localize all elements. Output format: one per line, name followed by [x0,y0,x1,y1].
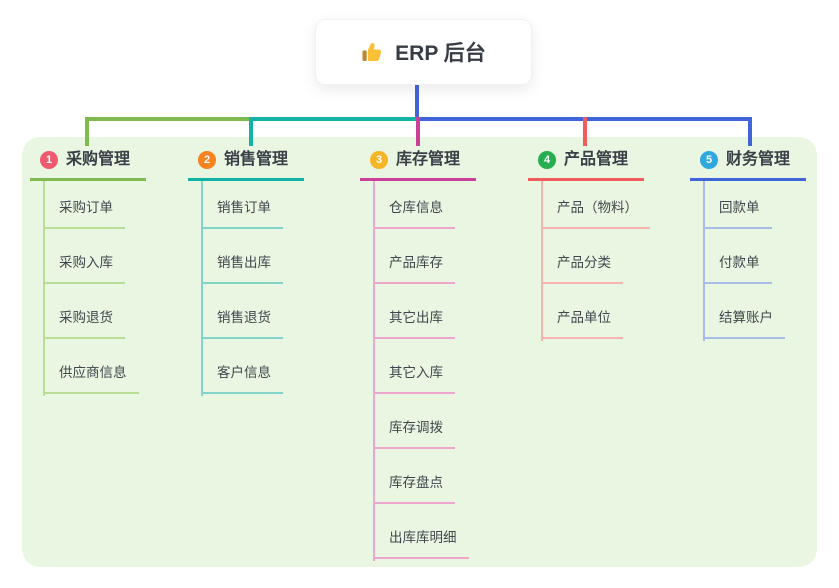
branch-rail-line [703,181,705,341]
child-node[interactable]: 销售退货 [201,307,283,339]
child-node[interactable]: 其它入库 [373,362,455,394]
child-node[interactable]: 库存盘点 [373,472,455,504]
child-node[interactable]: 付款单 [703,252,772,284]
branch-header[interactable]: 5 财务管理 [690,148,807,181]
branch-header[interactable]: 2 销售管理 [188,148,305,181]
bar-segment-left [85,117,251,121]
branches-background-panel [22,137,817,567]
child-node[interactable]: 产品分类 [541,252,623,284]
child-node[interactable]: 采购入库 [43,252,125,284]
child-node[interactable]: 采购退货 [43,307,125,339]
branch-drop-line [416,117,420,146]
branch-rail-line [541,181,543,341]
child-node[interactable]: 回款单 [703,197,772,229]
child-node[interactable]: 销售订单 [201,197,283,229]
child-node[interactable]: 采购订单 [43,197,125,229]
thumbs-up-icon [361,40,385,64]
branch-label: 产品管理 [564,151,629,168]
root-node[interactable]: ERP 后台 [315,19,532,85]
branch-header[interactable]: 1 采购管理 [30,148,147,181]
child-node[interactable]: 客户信息 [201,362,283,394]
branch-header[interactable]: 4 产品管理 [528,148,645,181]
branch-number-badge: 3 [370,151,388,169]
branch-label: 采购管理 [66,151,131,168]
branch-drop-line [85,117,89,146]
branch-number-badge: 1 [40,151,58,169]
child-node[interactable]: 其它出库 [373,307,455,339]
branch-rail-line [43,181,45,396]
branch-drop-line [249,117,253,146]
child-node[interactable]: 仓库信息 [373,197,455,229]
branch-number-badge: 5 [700,151,718,169]
child-node[interactable]: 产品单位 [541,307,623,339]
branch-rail-line [373,181,375,561]
branch-label: 销售管理 [224,151,289,168]
branch-label: 库存管理 [396,151,461,168]
branch-drop-line [583,117,587,146]
child-node[interactable]: 出库库明细 [373,527,469,559]
child-node[interactable]: 库存调拨 [373,417,455,449]
branch-number-badge: 2 [198,151,216,169]
child-node[interactable]: 产品（物料） [541,197,650,229]
child-node[interactable]: 销售出库 [201,252,283,284]
bar-segment-middle [251,117,418,121]
child-node[interactable]: 结算账户 [703,307,785,339]
child-node[interactable]: 产品库存 [373,252,455,284]
child-node[interactable]: 供应商信息 [43,362,139,394]
branch-header[interactable]: 3 库存管理 [360,148,477,181]
branch-label: 财务管理 [726,151,791,168]
branch-rail-line [201,181,203,396]
branch-drop-line [748,117,752,146]
root-title: ERP 后台 [395,42,486,65]
root-connector-line [415,83,419,121]
branch-number-badge: 4 [538,151,556,169]
